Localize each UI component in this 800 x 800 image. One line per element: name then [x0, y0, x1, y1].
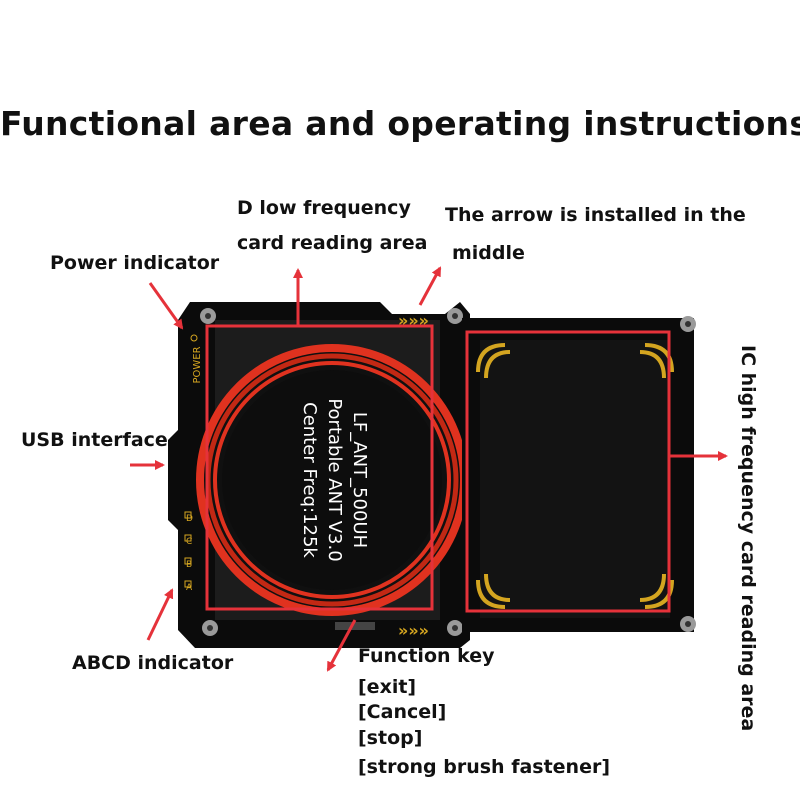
abcd-indicator-arrow: [146, 588, 174, 641]
lf-area-label-line-2: card reading area: [237, 232, 428, 254]
lf-area-label-line-1: D low frequency: [237, 197, 411, 219]
function-key-item-strong-brush: [strong brush fastener]: [358, 756, 611, 778]
function-key-item-stop: [stop]: [358, 727, 423, 749]
hf-area-highlight: [465, 330, 671, 613]
ic-area-label: IC high frequency card reading area: [737, 345, 759, 732]
arrow-installed-label-line-1: The arrow is installed in the: [445, 204, 746, 226]
power-indicator-arrow: [148, 282, 184, 330]
function-key-item-exit: [exit]: [358, 676, 417, 698]
abcd-silk-b: B: [186, 560, 192, 570]
lf-antenna-coil: [196, 344, 468, 616]
arrow-installed-arrow: [418, 266, 442, 306]
power-indicator-label: Power indicator: [50, 252, 220, 274]
power-led: [190, 334, 198, 342]
abcd-leds: A B C D: [184, 511, 193, 593]
abcd-indicator-label: ABCD indicator: [72, 652, 234, 674]
coil-label: LF_ANT_500UH Portable ANT V3.0 Center Fr…: [299, 398, 370, 561]
coil-text-line-2: Portable ANT V3.0: [324, 398, 345, 561]
function-key-arrow: [326, 619, 357, 672]
usb-interface-label: USB interface: [21, 429, 168, 451]
abcd-silk-a: A: [186, 583, 193, 593]
lf-area-highlight: [205, 324, 434, 611]
power-silk-label: POWER: [192, 346, 203, 383]
function-key-button[interactable]: [335, 622, 375, 630]
page-title: Functional area and operating instructio…: [0, 104, 800, 143]
coil-text-line-1: LF_ANT_500UH: [349, 412, 370, 548]
abcd-silk-c: C: [186, 537, 192, 547]
abcd-silk-d: D: [186, 514, 193, 524]
arrow-installed-label-line-2: middle: [452, 242, 525, 264]
coil-text-line-3: Center Freq:125k: [299, 402, 320, 558]
lf-board: LF_ANT_500UH Portable ANT V3.0 Center Fr…: [168, 302, 470, 648]
screws-right: [680, 316, 696, 632]
function-key-label: Function key: [358, 645, 495, 667]
function-key-item-cancel: [Cancel]: [358, 701, 447, 723]
bottom-arrow-glyph: »»»: [398, 621, 429, 640]
hf-antenna-corners: [476, 343, 674, 609]
screws-left: [200, 308, 463, 636]
hf-board: [462, 316, 696, 632]
